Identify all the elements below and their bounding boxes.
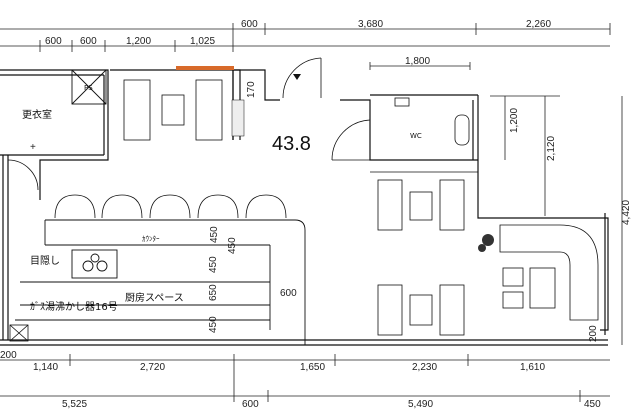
locker-door <box>7 159 39 195</box>
water-heater-icon <box>9 324 29 342</box>
dim-bottom-200: 200 <box>0 350 17 361</box>
ps-shaft <box>71 69 107 105</box>
wc-dimension <box>369 62 471 70</box>
dim-450c: 450 <box>208 316 219 333</box>
screen-label: 目隠し <box>30 255 60 267</box>
dim-450b: 450 <box>227 237 238 254</box>
dim-total-450: 450 <box>584 399 601 410</box>
water-heater-label: ｶﾞｽ湯沸かし器16号 <box>30 300 118 313</box>
accent-wall <box>176 66 234 70</box>
entrance-door <box>282 57 322 99</box>
bottom-dimensions <box>0 354 610 402</box>
counter <box>15 219 306 345</box>
dim-bottom-1610: 1,610 <box>520 362 545 373</box>
dim-total-5490: 5,490 <box>408 399 433 410</box>
entrance-arrow-icon <box>293 74 301 80</box>
dim-bottom-1140: 1,140 <box>33 362 58 373</box>
dim-right-1200: 1,200 <box>509 108 520 133</box>
sofa-area <box>499 224 599 321</box>
dim-top-2260: 2,260 <box>526 19 551 30</box>
dim-bottom-1650: 1,650 <box>300 362 325 373</box>
middle-booths <box>370 171 478 336</box>
dim-bottom-2230: 2,230 <box>412 362 437 373</box>
ps-label: PS <box>84 84 93 92</box>
dim-top-3680: 3,680 <box>358 19 383 30</box>
counter-label: ｶｳﾝﾀｰ <box>142 235 160 243</box>
dim-wc-1800: 1,800 <box>405 56 430 67</box>
dim-top-1200: 1,200 <box>126 36 151 47</box>
wood-column <box>231 99 245 137</box>
dim-600-kitchen: 600 <box>280 288 297 299</box>
right-dimensions <box>490 95 623 345</box>
dim-top-600b: 600 <box>80 36 97 47</box>
wc-room <box>331 97 470 161</box>
cross-mark: + <box>30 142 36 153</box>
locker-room-label: 更衣室 <box>22 108 52 121</box>
dim-right-2120: 2,120 <box>546 136 557 161</box>
dim-bottom-200r: 200 <box>588 325 599 342</box>
wc-label: WC <box>410 132 422 140</box>
dim-450a: 450 <box>209 226 220 243</box>
top-booths <box>123 79 223 141</box>
dim-top-600a: 600 <box>45 36 62 47</box>
dim-top-1025: 1,025 <box>190 36 215 47</box>
dim-bottom-2720: 2,720 <box>140 362 165 373</box>
dim-total-5525: 5,525 <box>62 399 87 410</box>
dim-top-600c: 600 <box>241 19 258 30</box>
dim-650: 650 <box>208 284 219 301</box>
dim-right-4420: 4,420 <box>621 200 632 225</box>
top-dimensions <box>0 23 611 52</box>
kitchen-space-label: 厨房スペース <box>125 291 184 304</box>
counter-chairs <box>54 194 287 219</box>
plant-icon <box>478 234 494 252</box>
floor-area: 43.8 <box>272 133 311 155</box>
dim-450-mid: 450 <box>208 256 219 273</box>
dim-total-600: 600 <box>242 399 259 410</box>
dim-170: 170 <box>246 81 257 98</box>
